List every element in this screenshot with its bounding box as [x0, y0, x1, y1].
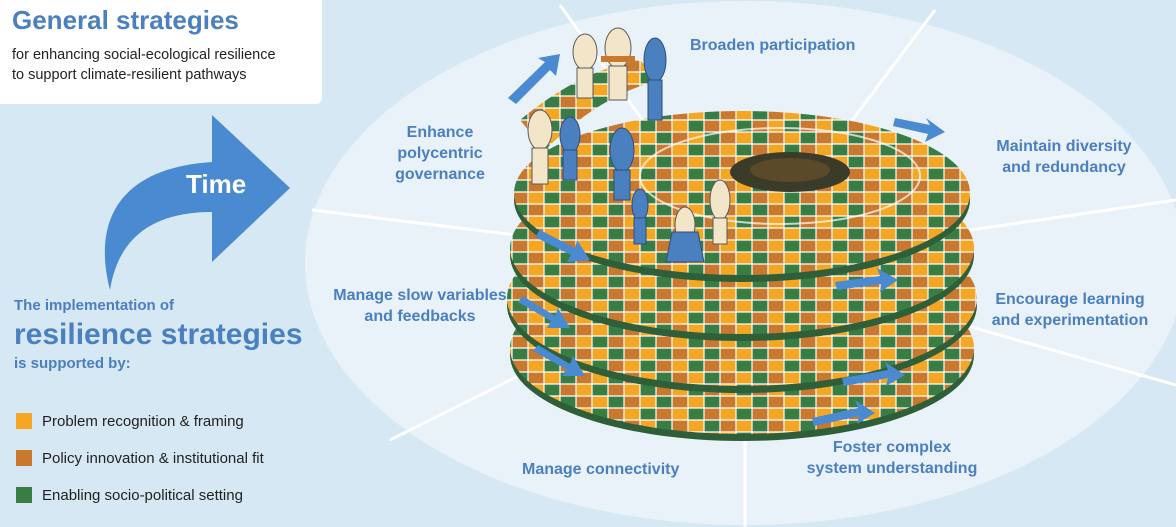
people-figures: [527, 27, 731, 263]
strategy-manage-slow-variables: Manage slow variables and feedbacks: [320, 285, 520, 327]
legend-label-policy: Policy innovation & institutional fit: [42, 449, 264, 467]
legend-item-problem: Problem recognition & framing: [16, 411, 264, 431]
subtitle-line-1: for enhancing social-ecological resilien…: [12, 47, 276, 63]
implementation-tail: is supported by:: [14, 355, 131, 372]
strategy-poly-line-2: polycentric: [397, 145, 483, 162]
strategy-slow-line-1: Manage slow variables: [333, 287, 507, 304]
time-arrow-icon: [104, 115, 291, 290]
legend-item-policy: Policy innovation & institutional fit: [16, 448, 264, 468]
legend-swatch-enabling: [16, 487, 32, 503]
page-title: General strategies: [12, 5, 239, 35]
legend-swatch-problem: [16, 413, 32, 429]
strategy-manage-connectivity: Manage connectivity: [522, 459, 679, 480]
subtitle-line-2: to support climate-resilient pathways: [12, 67, 247, 83]
implementation-highlight: resilience strategies: [14, 318, 303, 351]
strategy-maintain-diversity: Maintain diversity and redundancy: [974, 136, 1154, 178]
legend-swatch-policy: [16, 450, 32, 466]
time-label: Time: [186, 169, 247, 199]
strategy-learning-line-1: Encourage learning: [995, 291, 1145, 308]
strategy-complex-line-1: Foster complex: [832, 439, 952, 456]
strategy-broaden-participation: Broaden participation: [690, 35, 855, 56]
spiral-stack: [507, 60, 977, 441]
strategy-learning-line-2: and experimentation: [991, 312, 1149, 329]
strategy-foster-complex: Foster complex system understanding: [792, 437, 992, 479]
legend-label-enabling: Enabling socio-political setting: [42, 486, 243, 504]
implementation-intro: The implementation of: [14, 297, 175, 314]
legend: Problem recognition & framing Policy inn…: [16, 411, 264, 522]
strategy-slow-line-2: and feedbacks: [364, 308, 476, 325]
strategy-poly-line-3: governance: [395, 166, 485, 183]
strategy-enhance-polycentric: Enhance polycentric governance: [385, 122, 495, 185]
cycle-arrows: [508, 54, 945, 426]
strategy-connectivity-label: Manage connectivity: [522, 461, 680, 478]
title-box: General strategies for enhancing social-…: [0, 0, 322, 104]
page-subtitle: for enhancing social-ecological resilien…: [12, 45, 276, 85]
strategy-complex-line-2: system understanding: [806, 460, 978, 477]
strategy-diversity-line-2: and redundancy: [1002, 159, 1126, 176]
legend-label-problem: Problem recognition & framing: [42, 412, 244, 430]
strategy-diversity-line-1: Maintain diversity: [996, 138, 1132, 155]
strategy-broaden-label: Broaden participation: [690, 37, 856, 54]
strategy-poly-line-1: Enhance: [406, 124, 474, 141]
legend-item-enabling: Enabling socio-political setting: [16, 485, 264, 505]
strategy-encourage-learning: Encourage learning and experimentation: [980, 289, 1160, 331]
